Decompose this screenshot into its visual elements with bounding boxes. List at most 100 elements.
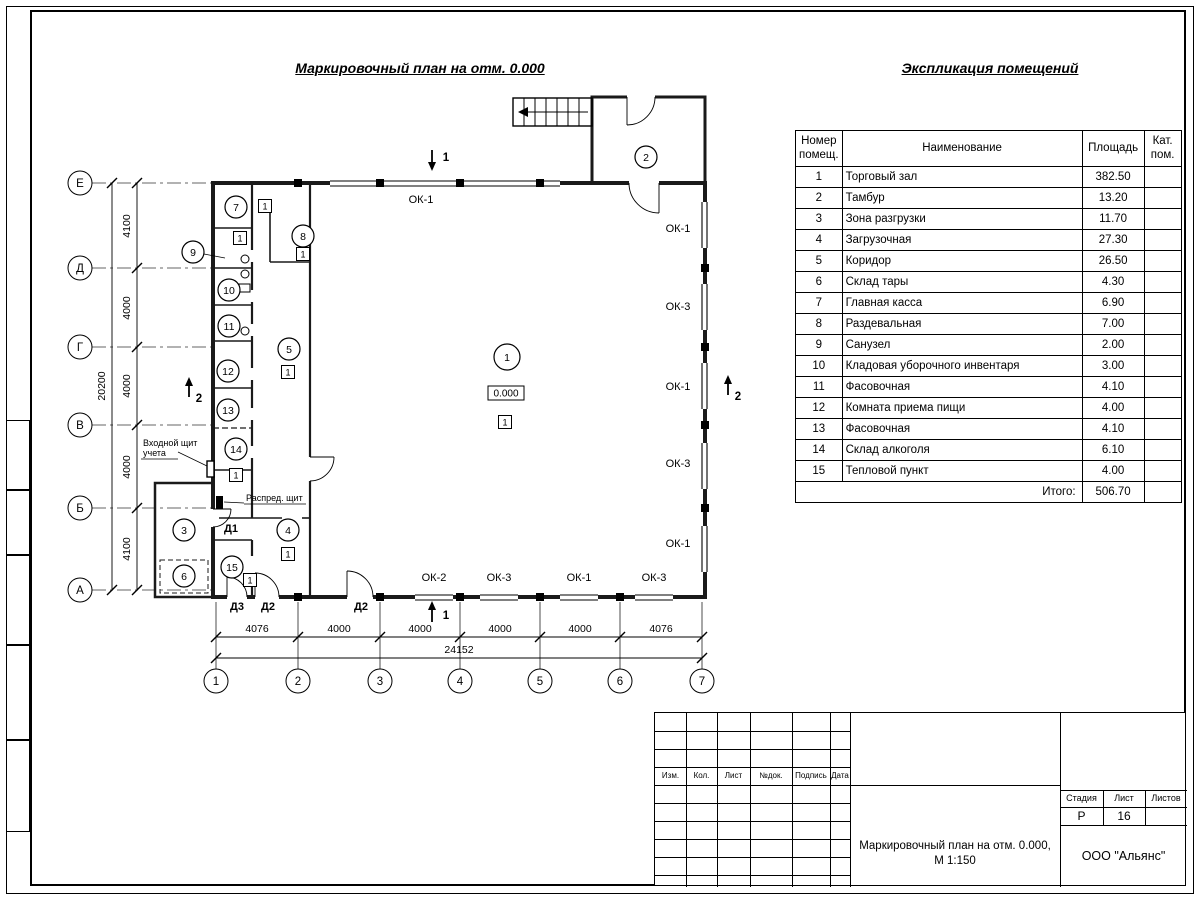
doc-title-line-1: Маркировочный план на отм. 0.000,	[859, 840, 1051, 852]
schedule-row: 15 Тепловой пункт 4.00	[795, 460, 1182, 482]
window-label-bottom-4: ОК-3	[642, 572, 667, 584]
room-markers: 1 2 3 4 5 6 7 8 9 10 11 12 13 14 15	[172, 145, 658, 588]
axis-number-5: 5	[537, 676, 543, 688]
svg-text:6: 6	[181, 571, 187, 583]
section-1-top: 1	[443, 152, 450, 164]
svg-text:4: 4	[285, 525, 291, 537]
floor-type-markers: 1 1 1 1 1 1 1 1	[229, 199, 512, 587]
room-name-cell: Склад тары	[841, 271, 1083, 293]
room-number-cell: 10	[795, 355, 843, 377]
room-area-cell: 11.70	[1081, 208, 1145, 230]
dim-bottom-2: 4000	[327, 623, 351, 635]
titleblock-sheet-value: 16	[1117, 809, 1131, 823]
window-label-right-1: ОК-1	[666, 223, 691, 235]
schedule-row: 3 Зона разгрузки 11.70	[795, 208, 1182, 230]
elevation-value: 0.000	[493, 389, 518, 400]
schedule-row: 13 Фасовочная 4.10	[795, 418, 1182, 440]
room-name-cell: Торговый зал	[841, 166, 1083, 188]
doc-title-line-2: М 1:150	[934, 855, 976, 867]
room-marker-12: 12	[216, 359, 240, 383]
titleblock-col-izm: Изм.	[661, 771, 680, 780]
elevation-marker: 0.000	[487, 385, 525, 401]
schedule-row: 10 Кладовая уборочного инвентаря 3.00	[795, 355, 1182, 377]
room-area-cell: 4.00	[1081, 460, 1145, 482]
svg-text:1: 1	[502, 418, 507, 428]
dimension-texts: 4100 4000 4000 4000 4100 20200 4076 4000…	[96, 214, 673, 656]
room-number-cell: 3	[795, 208, 843, 230]
room-name-cell: Склад алкоголя	[841, 439, 1083, 461]
titleblock-col-list: Лист	[724, 771, 743, 780]
axis-letter-g: Г	[77, 342, 84, 354]
svg-text:1: 1	[285, 550, 290, 560]
axis-letter-v: В	[76, 420, 84, 432]
dim-left-1: 4100	[121, 214, 133, 238]
axis-number-3: 3	[377, 676, 383, 688]
room-category-cell	[1143, 460, 1182, 482]
room-category-cell	[1143, 418, 1182, 440]
dim-bottom-5: 4000	[568, 623, 592, 635]
svg-text:1: 1	[504, 352, 510, 364]
schedule-row: 14 Склад алкоголя 6.10	[795, 439, 1182, 461]
schedule-header-area: Площадь	[1081, 130, 1145, 167]
svg-text:2: 2	[643, 152, 649, 164]
titleblock-stage-header: Стадия	[1066, 793, 1097, 803]
dim-bottom-3: 4000	[408, 623, 432, 635]
schedule-header-number: Номер помещ.	[795, 130, 843, 167]
svg-text:11: 11	[224, 321, 235, 333]
axis-letter-b: Б	[76, 503, 84, 515]
room-marker-11: 11	[217, 314, 241, 338]
axis-number-7: 7	[699, 676, 705, 688]
room-number-cell: 11	[795, 376, 843, 398]
svg-text:8: 8	[300, 231, 306, 243]
axis-letter-e: Е	[76, 178, 84, 190]
entry-ramp	[512, 97, 593, 127]
frame-stamp-box	[6, 490, 30, 555]
door-label-d2a: Д2	[261, 601, 275, 613]
axis-number-1: 1	[213, 676, 219, 688]
room-number-cell: 1	[795, 166, 843, 188]
room-marker-6: 6	[172, 564, 196, 588]
schedule-header-name: Наименование	[841, 130, 1083, 167]
sanitary-fixtures	[238, 254, 251, 336]
room-schedule-table: Номер помещ. Наименование Площадь Кат. п…	[795, 130, 1182, 503]
axis-letter-a: А	[76, 585, 84, 597]
room-area-cell: 2.00	[1081, 334, 1145, 356]
floor-plan-drawing: 4100 4000 4000 4000 4100 20200 4076 4000…	[67, 92, 742, 694]
frame-stamp-box	[6, 645, 30, 740]
room-number-cell: 15	[795, 460, 843, 482]
room-name-cell: Комната приема пищи	[841, 397, 1083, 419]
room-area-cell: 4.30	[1081, 271, 1145, 293]
dist-board-symbol	[216, 496, 223, 509]
section-1-bottom: 1	[443, 610, 450, 622]
titleblock-col-podpis: Подпись	[795, 771, 827, 780]
room-number-cell: 5	[795, 250, 843, 272]
room-number-cell: 14	[795, 439, 843, 461]
room-marker-2: 2	[634, 145, 658, 169]
room-category-cell	[1143, 313, 1182, 335]
schedule-row: 2 Тамбур 13.20	[795, 187, 1182, 209]
room-marker-13: 13	[216, 398, 240, 422]
dim-left-total: 20200	[96, 371, 108, 400]
schedule-row: 11 Фасовочная 4.10	[795, 376, 1182, 398]
window-label-top: ОК-1	[409, 194, 434, 206]
room-area-cell: 27.30	[1081, 229, 1145, 251]
schedule-total-category-cell	[1143, 481, 1182, 503]
room-marker-9: 9	[181, 240, 205, 264]
room-category-cell	[1143, 292, 1182, 314]
room-number-cell: 13	[795, 418, 843, 440]
titleblock-col-data: Дата	[831, 771, 849, 780]
room-name-cell: Тепловой пункт	[841, 460, 1083, 482]
axis-labels: Е Д Г В Б А 1 2 3 4 5 6 7	[76, 178, 705, 688]
room-category-cell	[1143, 229, 1182, 251]
doors	[207, 92, 660, 602]
room-category-cell	[1143, 376, 1182, 398]
axis-number-6: 6	[617, 676, 623, 688]
schedule-total-label: Итого:	[795, 481, 1083, 503]
dim-left-4: 4000	[121, 455, 133, 479]
window-label-right-2: ОК-3	[666, 301, 691, 313]
room-name-cell: Фасовочная	[841, 376, 1083, 398]
titleblock-col-ndok: №док.	[759, 771, 783, 780]
ramp-direction-arrow	[518, 107, 528, 117]
title-block: Изм. Кол. Лист №док. Подпись Дата Маркир…	[654, 712, 1187, 887]
